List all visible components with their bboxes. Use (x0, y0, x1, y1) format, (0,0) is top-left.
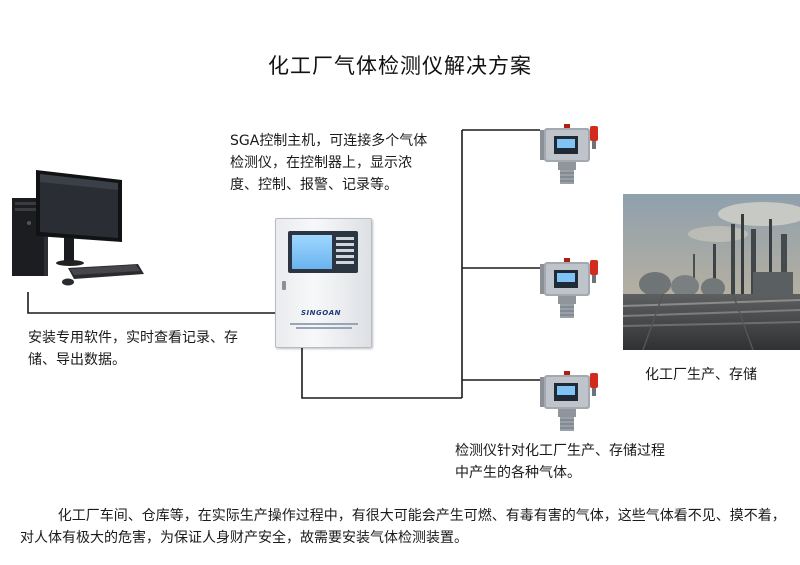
footer-paragraph: 化工厂车间、仓库等，在实际生产操作过程中，有很大可能会产生可燃、有毒有害的气体，… (20, 508, 786, 546)
page-title: 化工厂气体检测仪解决方案 (268, 54, 532, 78)
gas-detector-1 (540, 124, 598, 184)
controller-lcd (292, 235, 332, 269)
gas-detector-2 (540, 258, 598, 318)
keypad-row (336, 243, 354, 246)
keypad-row (336, 237, 354, 240)
pc-to-controller-line (27, 292, 276, 314)
controller-to-bus-line (301, 346, 462, 399)
controller-fineprint (290, 323, 358, 325)
lock-icon (282, 281, 286, 290)
controller-label (294, 222, 354, 227)
sga-controller-unit: SINGOAN (275, 218, 372, 348)
chemical-plant-photo (623, 194, 800, 350)
software-description: 安装专用软件，实时查看记录、存储、导出数据。 (28, 330, 238, 368)
keypad-row (336, 249, 354, 252)
gas-detector-3 (540, 371, 598, 431)
controller-display (288, 231, 358, 273)
plant-caption: 化工厂生产、存储 (645, 367, 757, 383)
detector-description: 检测仪针对化工厂生产、存储过程中产生的各种气体。 (455, 443, 665, 481)
keypad-row (336, 261, 354, 264)
controller-fineprint (296, 327, 352, 329)
computer-icon (12, 170, 144, 286)
controller-brand: SINGOAN (301, 309, 341, 317)
controller-description: SGA控制主机，可连接多个气体检测仪，在控制器上，显示浓度、控制、报警、记录等。 (230, 133, 428, 193)
keypad-row (336, 255, 354, 258)
